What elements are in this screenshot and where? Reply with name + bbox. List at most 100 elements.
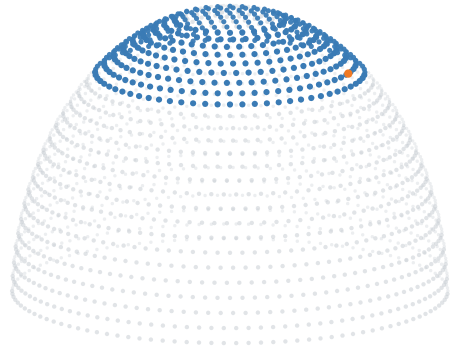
- hemisphere-point: [159, 122, 163, 126]
- hemisphere-point: [358, 136, 362, 140]
- selected-point: [344, 69, 352, 77]
- hemisphere-point: [228, 151, 232, 155]
- hemisphere-point: [402, 121, 405, 124]
- hemisphere-point: [164, 176, 168, 180]
- band-point: [325, 42, 330, 47]
- hemisphere-point: [132, 199, 135, 202]
- band-point: [221, 19, 226, 24]
- hemisphere-point: [291, 135, 295, 139]
- hemisphere-point: [156, 161, 160, 165]
- hemisphere-point: [419, 186, 423, 190]
- band-point: [224, 80, 230, 86]
- hemisphere-point: [72, 114, 75, 117]
- hemisphere-point: [10, 289, 14, 293]
- hemisphere-point: [265, 164, 269, 168]
- band-point: [188, 26, 193, 31]
- band-point: [237, 25, 242, 30]
- hemisphere-point: [167, 111, 171, 115]
- hemisphere-point: [268, 206, 272, 210]
- hemisphere-point: [407, 273, 411, 277]
- band-point: [324, 79, 330, 85]
- hemisphere-point: [387, 123, 391, 127]
- hemisphere-point: [179, 150, 183, 154]
- hemisphere-point: [152, 183, 155, 186]
- hemisphere-point: [412, 261, 415, 264]
- hemisphere-point: [93, 91, 97, 95]
- hemisphere-point: [182, 205, 186, 209]
- hemisphere-point: [272, 105, 275, 108]
- band-point: [277, 57, 283, 63]
- hemisphere-point: [359, 87, 362, 90]
- hemisphere-point: [194, 265, 198, 269]
- band-point: [332, 44, 337, 49]
- band-point: [309, 28, 314, 33]
- hemisphere-point: [32, 238, 35, 241]
- band-point: [136, 93, 142, 99]
- hemisphere-point: [382, 234, 386, 238]
- hemisphere-point: [250, 221, 254, 225]
- hemisphere-point: [161, 240, 164, 243]
- hemisphere-point: [431, 277, 435, 281]
- hemisphere-point: [394, 292, 398, 296]
- band-point: [231, 15, 236, 20]
- hemisphere-point: [222, 192, 226, 196]
- hemisphere-point: [271, 141, 274, 144]
- hemisphere-point: [250, 178, 254, 182]
- hemisphere-point: [27, 241, 30, 244]
- hemisphere-point: [50, 289, 54, 293]
- hemisphere-point: [342, 212, 346, 216]
- band-point: [298, 97, 304, 103]
- hemisphere-point: [81, 205, 85, 209]
- band-point: [227, 101, 233, 107]
- hemisphere-point: [304, 308, 308, 312]
- hemisphere-point: [32, 281, 36, 285]
- hemisphere-point: [131, 99, 134, 102]
- hemisphere-point: [27, 262, 31, 266]
- band-point: [263, 50, 269, 56]
- hemisphere-point: [45, 168, 48, 171]
- hemisphere-point: [300, 147, 304, 151]
- hemisphere-point: [179, 249, 183, 253]
- hemisphere-point: [206, 126, 210, 130]
- hemisphere-point: [265, 113, 269, 117]
- hemisphere-point: [74, 169, 77, 172]
- hemisphere-point: [16, 277, 19, 280]
- hemisphere-point: [93, 219, 96, 222]
- hemisphere-point: [302, 134, 306, 138]
- hemisphere-point: [352, 97, 356, 101]
- hemisphere-point: [191, 194, 194, 197]
- hemisphere-point: [253, 113, 257, 117]
- band-point: [130, 42, 135, 47]
- band-point: [202, 90, 208, 96]
- hemisphere-point: [129, 275, 133, 279]
- band-point: [153, 52, 159, 58]
- hemisphere-point: [318, 145, 321, 148]
- hemisphere-point: [71, 187, 75, 191]
- band-point: [170, 47, 176, 53]
- hemisphere-point: [289, 149, 293, 153]
- hemisphere-point: [300, 161, 304, 165]
- hemisphere-point: [256, 310, 260, 314]
- hemisphere-point: [93, 164, 97, 168]
- hemisphere-point: [157, 263, 161, 267]
- hemisphere-point: [170, 168, 173, 171]
- hemisphere-point: [399, 213, 403, 217]
- hemisphere-point: [125, 122, 128, 125]
- hemisphere-point: [280, 309, 284, 313]
- hemisphere-point: [323, 62, 326, 65]
- hemisphere-point: [118, 102, 122, 106]
- band-point: [156, 97, 162, 103]
- hemisphere-point: [53, 195, 57, 199]
- hemisphere-point: [45, 302, 49, 306]
- hemisphere-point: [237, 178, 241, 182]
- hemisphere-point: [275, 128, 278, 131]
- hemisphere-point: [283, 324, 287, 328]
- hemisphere-point: [203, 113, 207, 117]
- hemisphere-point: [55, 201, 58, 204]
- hemisphere-point: [377, 220, 381, 224]
- hemisphere-point: [24, 196, 27, 199]
- hemisphere-point: [309, 174, 313, 178]
- hemisphere-point: [76, 91, 80, 95]
- hemisphere-point: [253, 295, 257, 299]
- hemisphere-point: [77, 129, 81, 133]
